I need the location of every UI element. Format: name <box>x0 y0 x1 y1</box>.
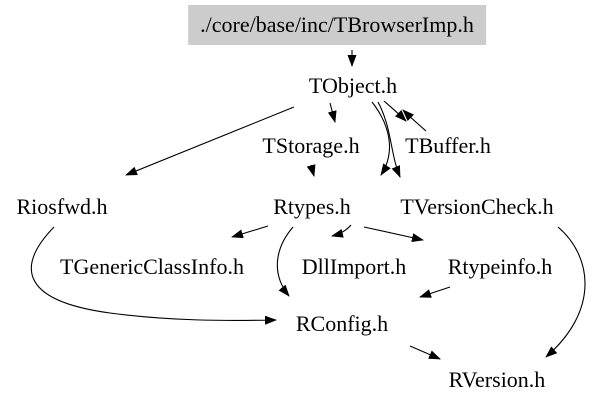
edge-tobject-to-tstorage <box>327 102 337 123</box>
edge-tbuffer-to-tobject <box>402 109 427 132</box>
edge-tobject-to-rtypes <box>371 101 391 176</box>
node-tstorage-h[interactable]: TStorage.h <box>262 133 360 158</box>
edge-rtypeinfo-to-rconfig <box>419 286 451 298</box>
node-tgenericclassinfo-h[interactable]: TGenericClassInfo.h <box>60 254 244 279</box>
edge-rtypes-to-tgenericclassinfo <box>231 225 269 239</box>
edge-tobject-to-tversioncheck <box>377 101 401 178</box>
edge-rtypes-to-rtypeinfo <box>363 226 424 243</box>
node-dllimport-h[interactable]: DllImport.h <box>301 254 407 279</box>
node-riosfwd-h[interactable]: Riosfwd.h <box>16 194 108 219</box>
edge-rconfig-to-rversion <box>409 345 441 360</box>
edge-rtypes-to-rconfig <box>276 226 294 297</box>
edge-tversioncheck-to-rversion <box>545 226 586 358</box>
node-rversion-h[interactable]: RVersion.h <box>448 367 546 392</box>
node-tversioncheck-h[interactable]: TVersionCheck.h <box>400 194 554 219</box>
node-rtypeinfo-h[interactable]: Rtypeinfo.h <box>447 254 553 279</box>
node-rconfig-h[interactable]: RConfig.h <box>295 311 389 336</box>
edge-rtypes-to-dllimport <box>331 224 352 238</box>
node-tbrowserimp-h: ./core/base/inc/TBrowserImp.h <box>188 5 486 45</box>
edge-tstorage-to-rtypes <box>306 164 316 177</box>
edge-tobject-to-tbuffer <box>383 100 407 122</box>
node-rtypes-h[interactable]: Rtypes.h <box>273 194 351 219</box>
node-tbuffer-h[interactable]: TBuffer.h <box>405 133 491 158</box>
node-tobject-h[interactable]: TObject.h <box>308 73 398 98</box>
